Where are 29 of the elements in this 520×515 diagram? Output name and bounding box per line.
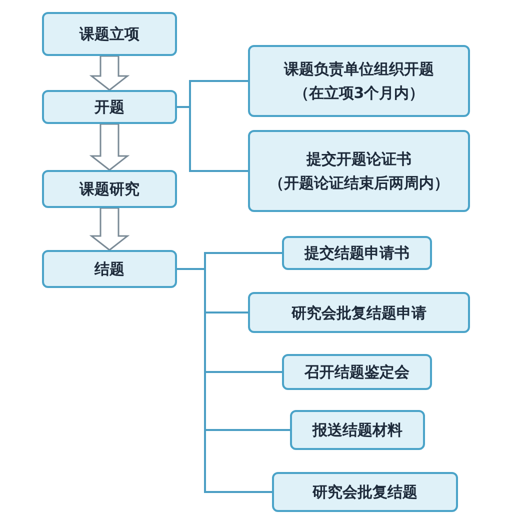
process-box xyxy=(272,472,458,512)
process-box xyxy=(42,90,177,124)
box-label: 课题研究 xyxy=(80,179,140,200)
process-box xyxy=(42,12,177,56)
box-label: 研究会批复结题申请 xyxy=(292,302,426,324)
hollow-arrow xyxy=(89,55,130,91)
connector-line xyxy=(177,268,272,493)
process-box xyxy=(290,410,425,450)
hollow-arrow xyxy=(89,207,130,251)
process-box xyxy=(282,236,432,270)
process-box xyxy=(248,130,470,212)
box-label: 提交结题申请书 xyxy=(304,243,410,264)
box-label: 课题负责单位组织开题 xyxy=(284,59,434,80)
process-box xyxy=(42,170,177,208)
hollow-arrow xyxy=(89,123,130,171)
box-label: 召开结题鉴定会 xyxy=(304,362,410,383)
process-box xyxy=(248,292,470,333)
box-label: 课题立项 xyxy=(80,24,140,45)
box-label: 开题 xyxy=(94,97,124,118)
process-box xyxy=(248,45,470,117)
box-label: （在立项3个月内） xyxy=(294,83,424,104)
box-label: 研究会批复结题 xyxy=(312,482,418,503)
process-box xyxy=(42,250,177,288)
box-label: 报送结题材料 xyxy=(312,420,402,441)
box-label: 结题 xyxy=(94,259,124,280)
box-label: （开题论证结束后两周内） xyxy=(269,173,449,194)
connector-line xyxy=(177,106,248,172)
process-box xyxy=(282,354,432,390)
box-label: 提交开题论证书 xyxy=(306,149,412,170)
